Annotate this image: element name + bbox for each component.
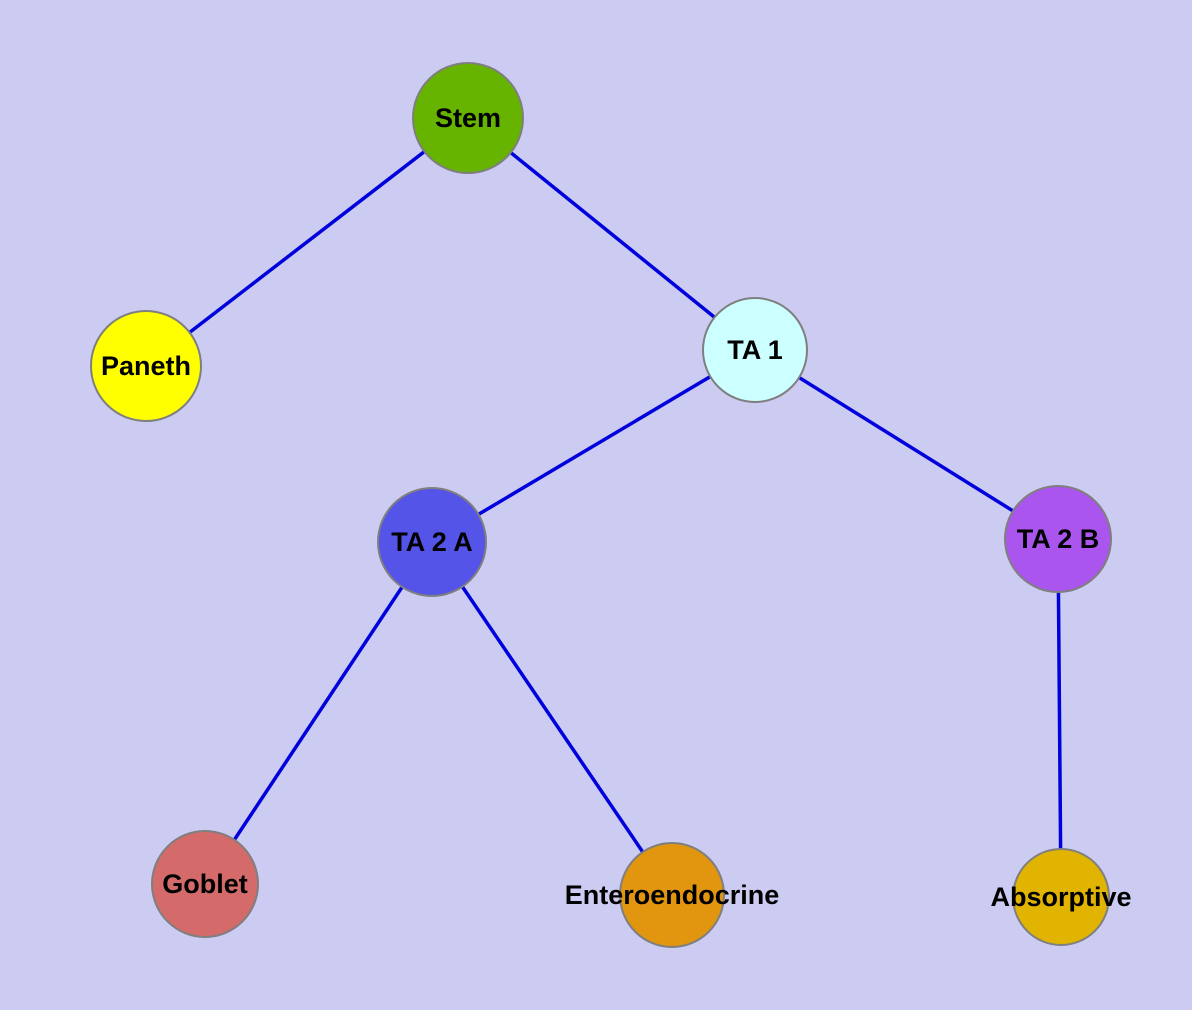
node-goblet[interactable]: Goblet bbox=[151, 830, 259, 938]
edge-ta-1-to-ta-2-a bbox=[431, 348, 756, 544]
node-circle-absorptive[interactable] bbox=[1012, 848, 1110, 946]
node-circle-paneth[interactable] bbox=[90, 310, 202, 422]
node-circle-ta-2-a[interactable] bbox=[377, 487, 487, 597]
node-stem[interactable]: Stem bbox=[412, 62, 524, 174]
edge-ta-2-b-to-absorptive bbox=[1056, 538, 1063, 898]
edge-stem-to-ta-1 bbox=[466, 116, 757, 352]
edge-stem-to-paneth bbox=[144, 116, 470, 368]
node-ta-2-a[interactable]: TA 2 A bbox=[377, 487, 487, 597]
node-circle-ta-2-b[interactable] bbox=[1004, 485, 1112, 593]
node-circle-enteroendocrine[interactable] bbox=[619, 842, 725, 948]
node-ta-1[interactable]: TA 1 bbox=[702, 297, 808, 403]
edge-ta-2-a-to-enteroendocrine bbox=[430, 541, 674, 896]
node-circle-goblet[interactable] bbox=[151, 830, 259, 938]
node-absorptive[interactable]: Absorptive bbox=[990, 848, 1132, 946]
node-ta-2-b[interactable]: TA 2 B bbox=[1004, 485, 1112, 593]
edge-ta-2-a-to-goblet bbox=[203, 541, 434, 885]
node-paneth[interactable]: Paneth bbox=[90, 310, 202, 422]
node-enteroendocrine[interactable]: Enteroendocrine bbox=[565, 842, 780, 948]
node-circle-ta-1[interactable] bbox=[702, 297, 808, 403]
node-circle-stem[interactable] bbox=[412, 62, 524, 174]
edge-ta-1-to-ta-2-b bbox=[754, 348, 1059, 541]
